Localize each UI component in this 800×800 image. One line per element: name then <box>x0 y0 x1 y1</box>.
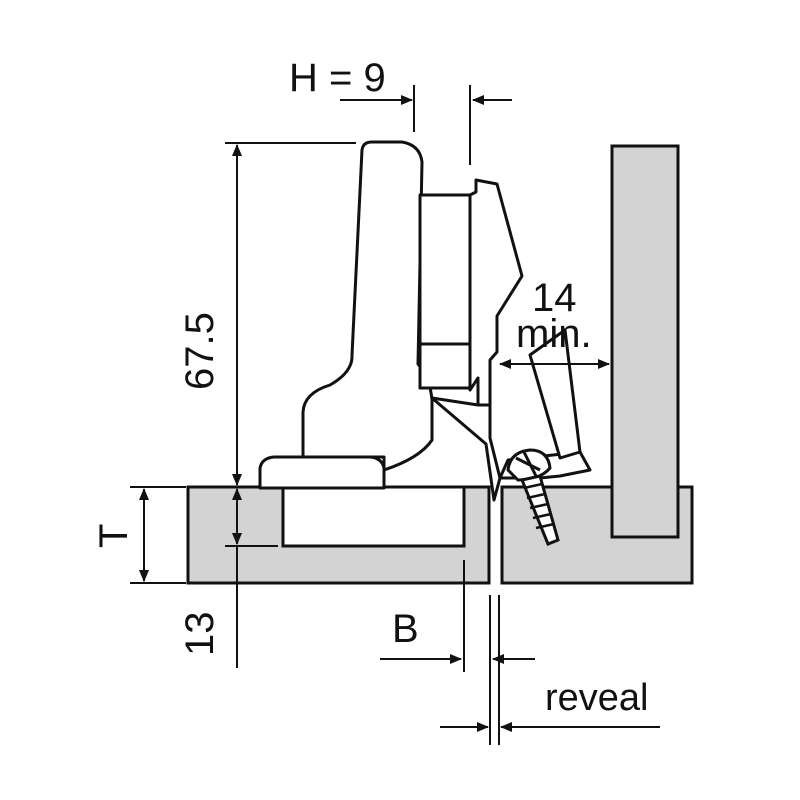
label-boring: B <box>392 607 419 651</box>
dimension-cup-depth <box>225 488 278 668</box>
dimension-height <box>225 142 356 486</box>
label-cup-depth: 13 <box>178 612 222 657</box>
label-clearance-value: 14 <box>532 276 577 320</box>
cabinet-side-panel <box>500 144 694 585</box>
dimension-thickness <box>130 486 186 584</box>
screw <box>506 448 560 546</box>
label-thickness: T <box>92 524 136 548</box>
dimension-boring <box>380 560 535 745</box>
hinge-cup <box>281 485 466 548</box>
label-reveal: reveal <box>545 677 649 719</box>
label-height: 67.5 <box>178 312 222 390</box>
dimension-reveal <box>440 595 660 745</box>
label-clearance-suffix: min. <box>516 312 592 356</box>
dimension-h <box>340 85 512 165</box>
label-h: H = 9 <box>289 56 386 100</box>
